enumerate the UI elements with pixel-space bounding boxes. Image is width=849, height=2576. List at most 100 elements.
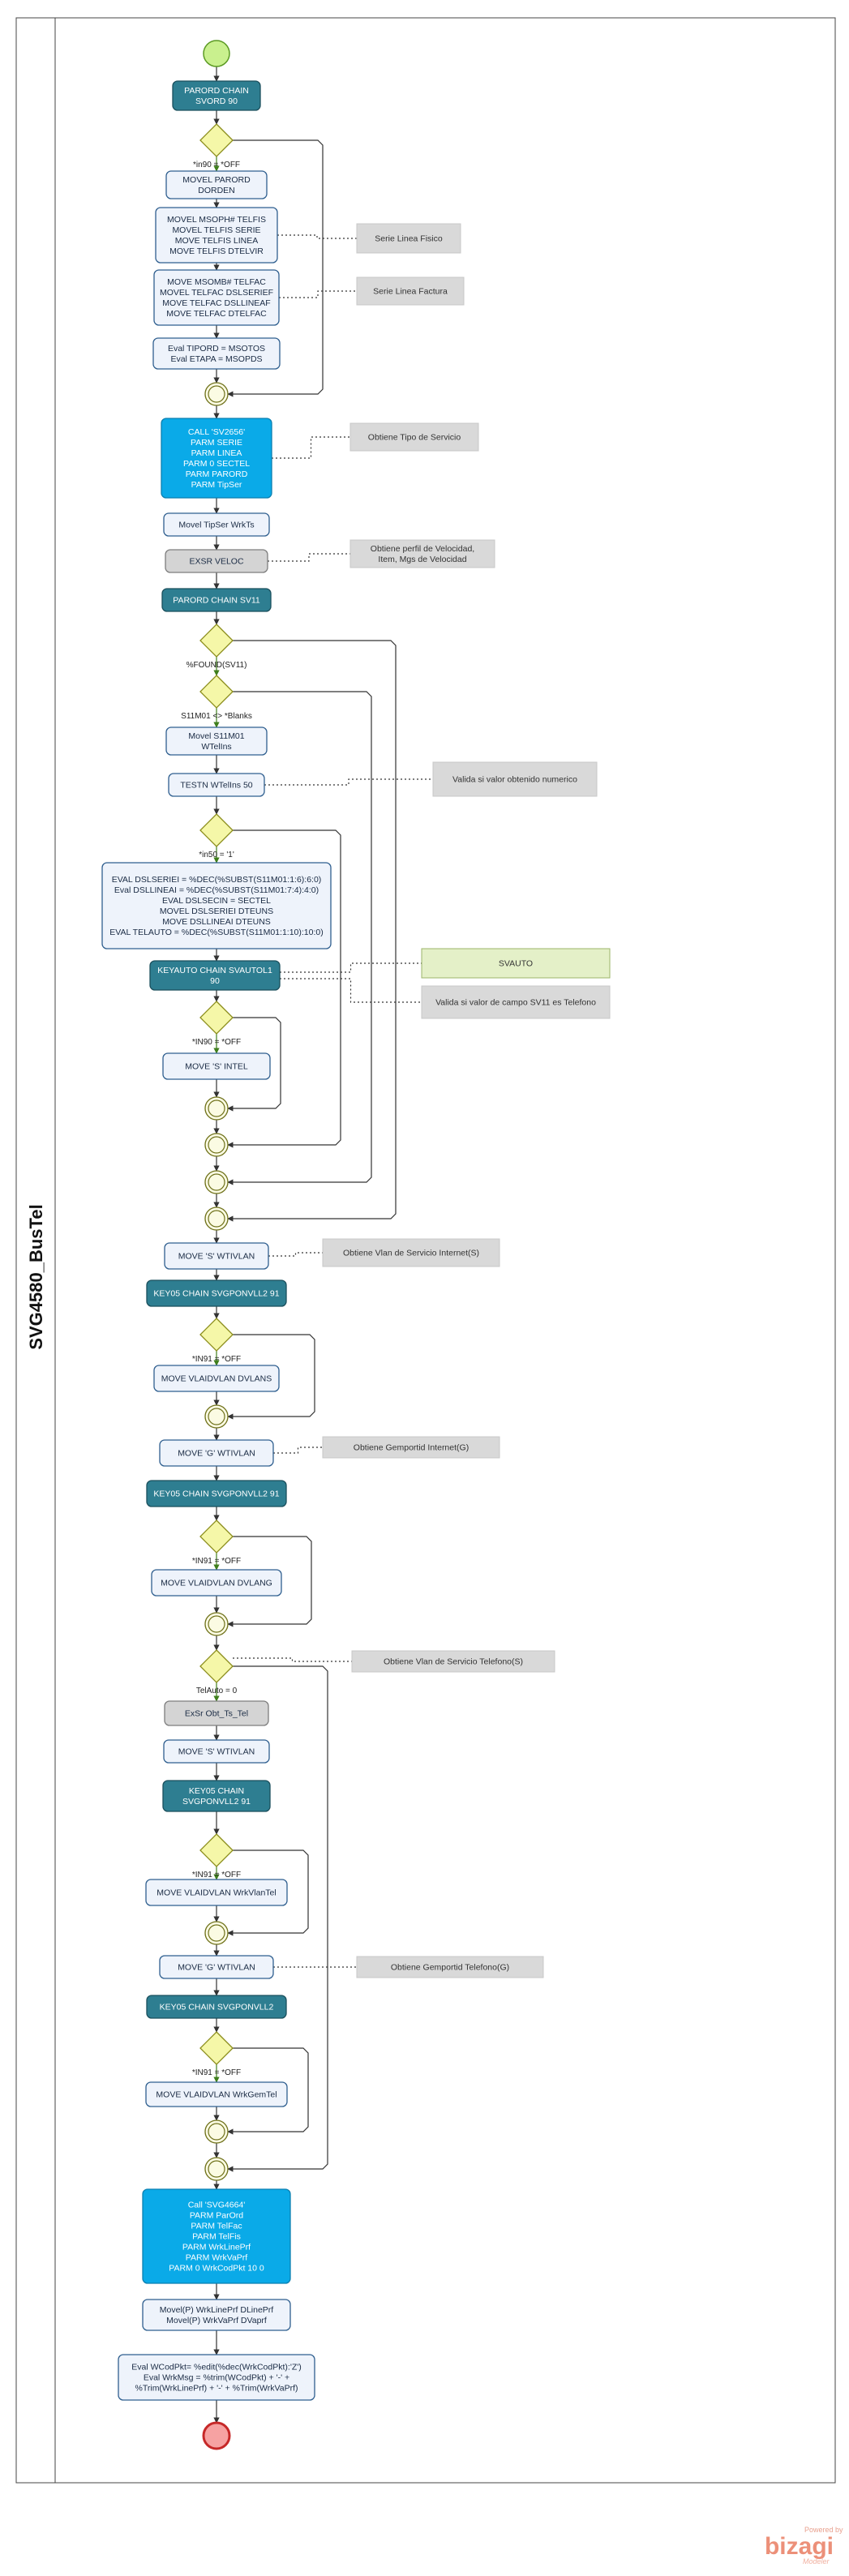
gateway-g9: *IN91 = *OFF: [192, 1833, 241, 1879]
sequence-flow: [227, 2047, 309, 2135]
task-t15[interactable]: MOVE 'S' WTIVLAN: [164, 1242, 269, 1270]
task-t26[interactable]: KEY05 CHAIN SVGPONVLL2: [146, 1995, 287, 2019]
annotation-box: [356, 1956, 544, 1978]
merge-inner: [208, 1136, 225, 1154]
task-t12[interactable]: EVAL DSLSERIEI = %DEC(%SUBST(S11M01:1:6)…: [101, 862, 332, 949]
task-t20[interactable]: MOVE VLAIDVLAN DVLANG: [151, 1569, 282, 1597]
task-text-line: EVAL TELAUTO = %DEC(%SUBST(S11M01:1:10):…: [109, 928, 323, 937]
sequence-flow: [227, 1665, 328, 2172]
sequence-flow: [227, 139, 324, 397]
task-box: [146, 1995, 287, 2019]
task-text-line: %Trim(WrkLinePrf) + '-' + %Trim(WrkVaPrf…: [135, 2383, 298, 2393]
sequence-flow: [227, 1849, 309, 1936]
task-box: [165, 170, 268, 199]
task-box: [101, 862, 332, 949]
task-text-line: PARM PARORD: [186, 469, 248, 479]
gateway-g4: *in50 = '1': [199, 813, 234, 859]
gateway-condition-label: TelAuto = 0: [196, 1687, 238, 1695]
task-t19[interactable]: KEY05 CHAIN SVGPONVLL2 91: [146, 1480, 287, 1507]
task-t16[interactable]: KEY05 CHAIN SVGPONVLL2 91: [146, 1279, 287, 1307]
annotation-association: [280, 978, 422, 1003]
annotation-a10: Obtiene Vlan de Servicio Telefono(S): [351, 1650, 555, 1673]
annotation-text-line: Obtiene Gemportid Internet(G): [354, 1442, 469, 1452]
task-box: [161, 418, 272, 499]
task-box: [172, 80, 261, 111]
gateway-condition-label: %FOUND(SV11): [187, 661, 247, 670]
task-t21[interactable]: ExSr Obt_Ts_Tel: [164, 1700, 269, 1726]
gateway-g3: S11M01 <> *Blanks: [181, 675, 252, 721]
task-t25[interactable]: MOVE 'G' WTIVLAN: [159, 1955, 274, 1979]
task-box: [163, 1739, 270, 1764]
branding-powered: Powered by: [804, 2526, 843, 2534]
annotation-association: [268, 553, 350, 562]
sequence-flow: [227, 640, 397, 1222]
task-t30[interactable]: Eval WCodPkt= %edit(%dec(WrkCodPkt):'Z')…: [118, 2354, 315, 2401]
task-box: [145, 2081, 288, 2107]
task-box: [146, 1480, 287, 1507]
gateway-condition-label: S11M01 <> *Blanks: [181, 712, 252, 721]
task-text-line: TESTN WTelIns 50: [180, 780, 252, 790]
task-t11[interactable]: TESTN WTelIns 50: [168, 773, 265, 797]
annotation-text-line: SVAUTO: [499, 958, 533, 968]
task-text-line: MOVE MSOMB# TELFAC: [167, 277, 266, 287]
task-text-line: SVGPONVLL2 91: [182, 1797, 251, 1807]
gateway-diamond: [199, 123, 234, 157]
task-text-line: EVAL DSLSERIEI = %DEC(%SUBST(S11M01:1:6)…: [112, 875, 322, 885]
annotation-box: [322, 1238, 500, 1267]
task-t22[interactable]: MOVE 'S' WTIVLAN: [163, 1739, 270, 1764]
task-text-line: Movel(P) WrkVaPrf DVaprf: [166, 2316, 267, 2325]
annotation-box: [351, 1650, 555, 1673]
task-text-line: MOVEL TELFIS SERIE: [172, 225, 260, 235]
task-t17[interactable]: MOVE VLAIDVLAN DVLANS: [153, 1365, 280, 1392]
task-text-line: MOVE 'G' WTIVLAN: [178, 1448, 255, 1458]
merge-inner: [208, 1408, 225, 1425]
flow-connectors: [213, 66, 433, 2424]
branding-product: Modeler: [803, 2557, 830, 2565]
task-t24[interactable]: MOVE VLAIDVLAN WrkVlanTel: [145, 1879, 288, 1906]
annotation-text-line: Obtiene Vlan de Servicio Telefono(S): [384, 1657, 523, 1666]
task-t27[interactable]: MOVE VLAIDVLAN WrkGemTel: [145, 2081, 288, 2107]
annotation-association: [233, 1657, 352, 1662]
gateway-condition-label: *IN91 = *OFF: [192, 1871, 241, 1879]
merge-inner: [208, 2160, 225, 2178]
task-text-line: PARM 0 WrkCodPkt 10 0: [169, 2263, 264, 2273]
task-text-line: Eval DSLLINEAI = %DEC(%SUBST(S11M01:7:4)…: [114, 885, 319, 895]
annotation-a5: Valida si valor obtenido numerico: [432, 761, 598, 797]
task-text-line: MOVE 'S' WTIVLAN: [178, 1251, 255, 1261]
merge-m3: [204, 1133, 229, 1157]
start-event: [203, 40, 230, 67]
task-box: [164, 1700, 269, 1726]
task-box: [118, 2354, 315, 2401]
annotation-a6: SVAUTO: [421, 948, 611, 979]
sequence-flow: [227, 691, 372, 1185]
merge-m2: [204, 1096, 229, 1121]
gateway-diamond: [199, 1519, 234, 1554]
task-text-line: KEY05 CHAIN SVGPONVLL2: [160, 2002, 274, 2012]
task-text-line: EXSR VELOC: [189, 556, 244, 566]
task-text-line: MOVE VLAIDVLAN WrkVlanTel: [157, 1888, 276, 1897]
annotation-text-line: Serie Linea Fisico: [375, 234, 443, 243]
task-text-line: MOVE VLAIDVLAN WrkGemTel: [156, 2090, 277, 2099]
annotation-text-line: Obtiene perfil de Velocidad,: [371, 544, 474, 554]
task-text-line: PARM LINEA: [191, 448, 242, 458]
task-t14[interactable]: MOVE 'S' INTEL: [162, 1052, 271, 1080]
task-text-line: Eval ETAPA = MSOPDS: [170, 354, 262, 364]
task-t9[interactable]: PARORD CHAIN SV11: [161, 588, 272, 612]
task-t7[interactable]: Movel TipSer WrkTs: [163, 512, 270, 537]
task-t18[interactable]: MOVE 'G' WTIVLAN: [159, 1439, 274, 1467]
task-text-line: PARM TipSer: [191, 480, 242, 490]
task-text-line: PARORD CHAIN SV11: [173, 595, 260, 605]
task-t8[interactable]: EXSR VELOC: [165, 549, 268, 573]
annotation-text-line: Serie Linea Factura: [373, 286, 448, 296]
